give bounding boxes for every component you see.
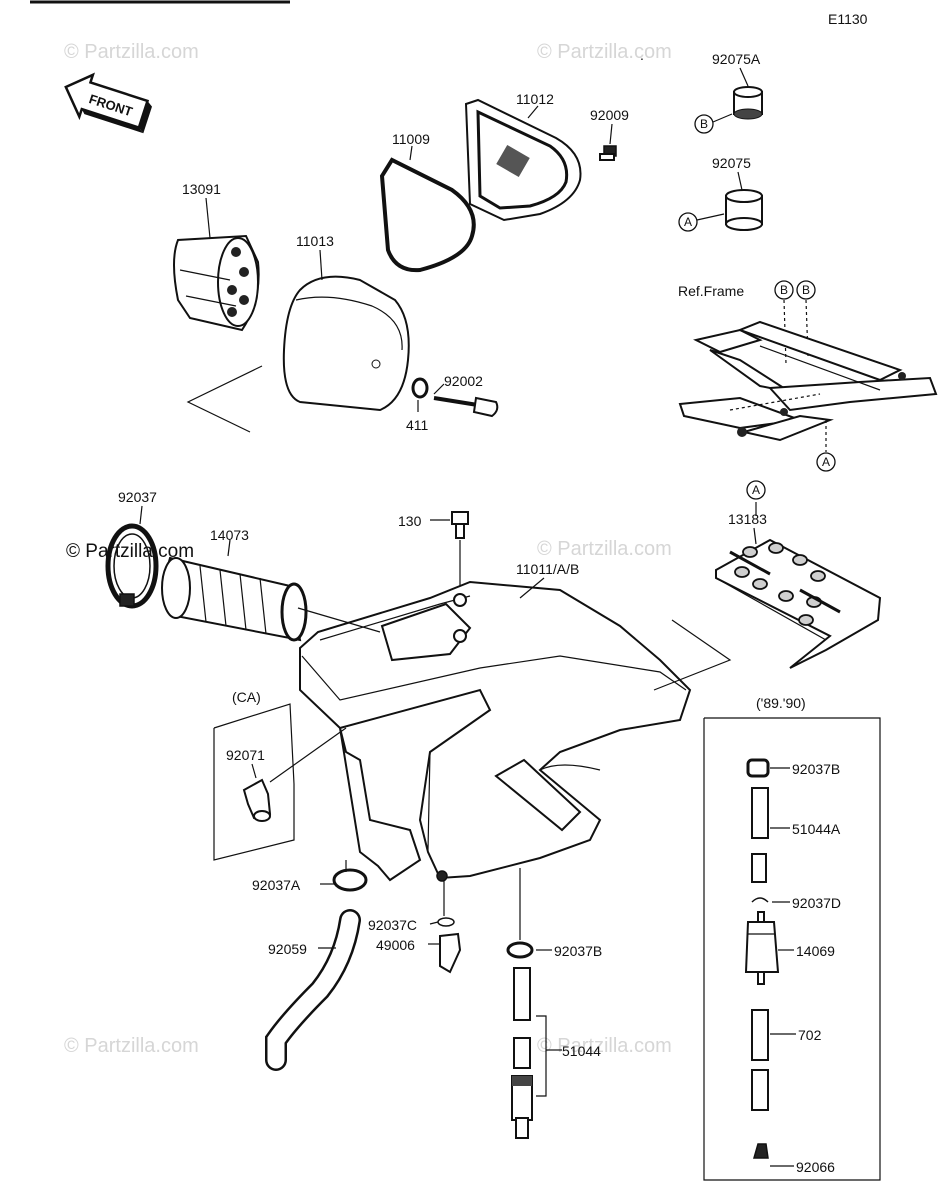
svg-text:B: B xyxy=(780,283,788,297)
pipe-51044A xyxy=(751,787,769,883)
label-92037B-top: 92037B xyxy=(792,761,840,777)
label-92009: 92009 xyxy=(590,107,629,123)
years-box xyxy=(703,717,881,1181)
clamp-92037A xyxy=(332,868,368,892)
bolt-130 xyxy=(451,511,469,539)
clamp-92037B xyxy=(506,941,534,959)
svg-text:B: B xyxy=(700,117,708,131)
label-49006: 49006 xyxy=(376,937,415,953)
pipe-51044 xyxy=(511,967,533,1139)
label-702: 702 xyxy=(798,1027,822,1043)
callout-b xyxy=(774,280,794,300)
label-14073: 14073 xyxy=(210,527,249,543)
label-51044: 51044 xyxy=(562,1043,601,1059)
label-92037D: 92037D xyxy=(792,895,841,911)
dot-mark: . xyxy=(640,47,644,63)
label-130: 130 xyxy=(398,513,422,529)
filter-element-11013 xyxy=(282,275,410,412)
cap-49006 xyxy=(439,932,462,974)
cap-11012 xyxy=(464,98,582,222)
front-arrow-icon: FRONT xyxy=(64,72,152,134)
svg-text:A: A xyxy=(752,483,760,497)
callout-b xyxy=(796,280,816,300)
screw-92009 xyxy=(599,145,617,161)
callout-a xyxy=(678,212,698,232)
watermark: © Partzilla.com xyxy=(537,538,672,560)
label-92037: 92037 xyxy=(118,489,157,505)
collar-92075 xyxy=(725,189,763,231)
label-13091: 13091 xyxy=(182,181,221,197)
air-cleaner-case-11011 xyxy=(299,580,692,882)
gasket-11009 xyxy=(379,157,476,273)
label-92002: 92002 xyxy=(444,373,483,389)
label-11012: 11012 xyxy=(516,91,554,107)
label-51044A: 51044A xyxy=(792,821,841,837)
clamp-92037B-small xyxy=(746,758,770,778)
watermark: © Partzilla.com xyxy=(64,1035,199,1057)
label-ref-frame: Ref.Frame xyxy=(678,283,744,299)
clamp-92037 xyxy=(105,523,159,609)
plate-13183 xyxy=(715,538,882,669)
label-ca: (CA) xyxy=(232,689,261,705)
label-11013: 11013 xyxy=(296,233,334,249)
hose-702 xyxy=(751,1009,769,1111)
label-92066: 92066 xyxy=(796,1159,835,1175)
diagram-code: E1130 xyxy=(828,11,868,27)
bolt-92002 xyxy=(433,396,499,418)
watermark-dark: © Partzilla.com xyxy=(66,541,194,562)
label-92075A: 92075A xyxy=(712,51,761,67)
label-92071: 92071 xyxy=(226,747,265,763)
fitting-92066 xyxy=(753,1143,769,1159)
filter-holder-13091 xyxy=(173,234,260,332)
label-92037C: 92037C xyxy=(368,917,417,933)
watermark: © Partzilla.com xyxy=(537,41,672,63)
label-411: 411 xyxy=(406,417,429,433)
watermark: © Partzilla.com xyxy=(64,41,199,63)
washer-411 xyxy=(411,377,429,399)
clip-92037D xyxy=(751,897,769,903)
clamp-92037C xyxy=(437,917,455,927)
label-11009: 11009 xyxy=(392,131,430,147)
label-92059: 92059 xyxy=(268,941,307,957)
label-92037B: 92037B xyxy=(554,943,602,959)
fuel-filter-14069 xyxy=(744,911,780,985)
svg-text:B: B xyxy=(802,283,810,297)
callout-a xyxy=(746,480,766,500)
watermark: © Partzilla.com xyxy=(537,1035,672,1057)
label-14069: 14069 xyxy=(796,943,835,959)
svg-text:A: A xyxy=(684,215,692,229)
callout-b xyxy=(694,114,714,134)
callout-a xyxy=(816,452,836,472)
label-92037A: 92037A xyxy=(252,877,301,893)
label-years: ('89.'90) xyxy=(756,695,806,711)
frame-illustration xyxy=(678,320,938,442)
fitting-92071 xyxy=(242,778,272,822)
label-11011: 11011/A/B xyxy=(516,561,579,577)
label-13183: 13183 xyxy=(728,511,767,527)
duct-14073 xyxy=(161,556,308,642)
svg-text:A: A xyxy=(822,455,830,469)
collar-92075A xyxy=(733,86,763,120)
label-92075: 92075 xyxy=(712,155,751,171)
